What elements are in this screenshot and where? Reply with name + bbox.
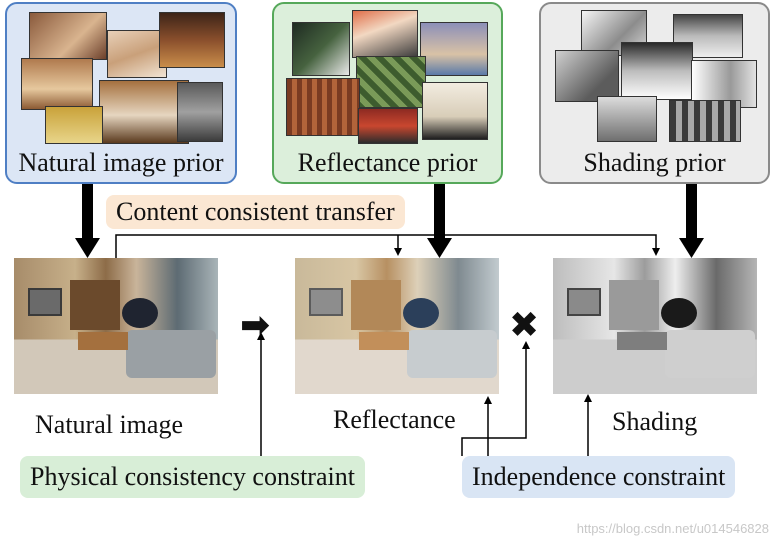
collage-render-room-4 <box>356 56 426 108</box>
shading-label: Shading <box>612 407 698 436</box>
chair-shape <box>661 298 697 328</box>
content-transfer-label: Content consistent transfer <box>106 195 405 229</box>
sofa-shape <box>126 330 216 378</box>
transfer-connector <box>115 234 660 258</box>
table-shape <box>359 332 409 350</box>
reflectance-prior-box: Reflectance prior <box>272 2 503 184</box>
collage-render-room-2 <box>352 10 418 58</box>
collage-shading-3 <box>555 50 619 102</box>
thick-arrow-shading-prior <box>679 184 704 258</box>
independence-arrow-times <box>461 341 530 456</box>
multiply-icon: ✖ <box>509 305 540 346</box>
reflectance-collage <box>274 4 501 144</box>
collage-shading-7 <box>669 100 741 142</box>
tv-shape <box>28 288 62 316</box>
chair-shape <box>403 298 439 328</box>
shading-prior-box: Shading prior <box>539 2 770 184</box>
physical-consistency-constraint: Physical consistency constraint <box>20 456 365 498</box>
tv-shape <box>567 288 601 316</box>
independence-constraint: Independence constraint <box>462 456 736 498</box>
natural-image-photo <box>14 258 218 394</box>
shading-prior-label: Shading prior <box>583 148 726 177</box>
fireplace-shape <box>70 280 120 330</box>
collage-render-room-1 <box>292 22 350 76</box>
composition-arrow-icon: ➡ <box>240 305 271 346</box>
chair-shape <box>122 298 158 328</box>
table-shape <box>78 332 128 350</box>
collage-photo-cat <box>177 82 223 142</box>
collage-photo-babies <box>107 30 167 78</box>
table-shape <box>617 332 667 350</box>
collage-shading-6 <box>597 96 657 142</box>
natural-image-prior-box: Natural image prior <box>5 2 237 184</box>
thick-arrow-reflectance-prior <box>427 184 452 258</box>
collage-photo-sink <box>99 80 189 144</box>
collage-photo-bath <box>45 106 103 144</box>
reflectance-label: Reflectance <box>333 405 456 434</box>
collage-render-room-7 <box>422 82 488 140</box>
collage-render-room-5 <box>286 78 360 136</box>
watermark: https://blog.csdn.net/u014546828 <box>576 521 769 536</box>
fireplace-shape <box>351 280 401 330</box>
collage-render-room-6 <box>358 108 418 144</box>
natural-image-collage <box>7 4 235 144</box>
sofa-shape <box>665 330 755 378</box>
natural-image-label: Natural image <box>35 410 183 439</box>
collage-photo-restaurant <box>159 12 225 68</box>
fireplace-shape <box>609 280 659 330</box>
shading-collage <box>541 4 768 144</box>
shading-image-photo <box>553 258 757 394</box>
collage-render-room-3 <box>420 22 488 76</box>
tv-shape <box>309 288 343 316</box>
reflectance-prior-label: Reflectance prior <box>297 148 478 177</box>
thick-arrow-natural-prior <box>75 184 100 258</box>
sofa-shape <box>407 330 497 378</box>
natural-image-prior-label: Natural image prior <box>18 148 224 177</box>
collage-photo-bedroom <box>29 12 107 60</box>
reflectance-image-photo <box>295 258 499 394</box>
